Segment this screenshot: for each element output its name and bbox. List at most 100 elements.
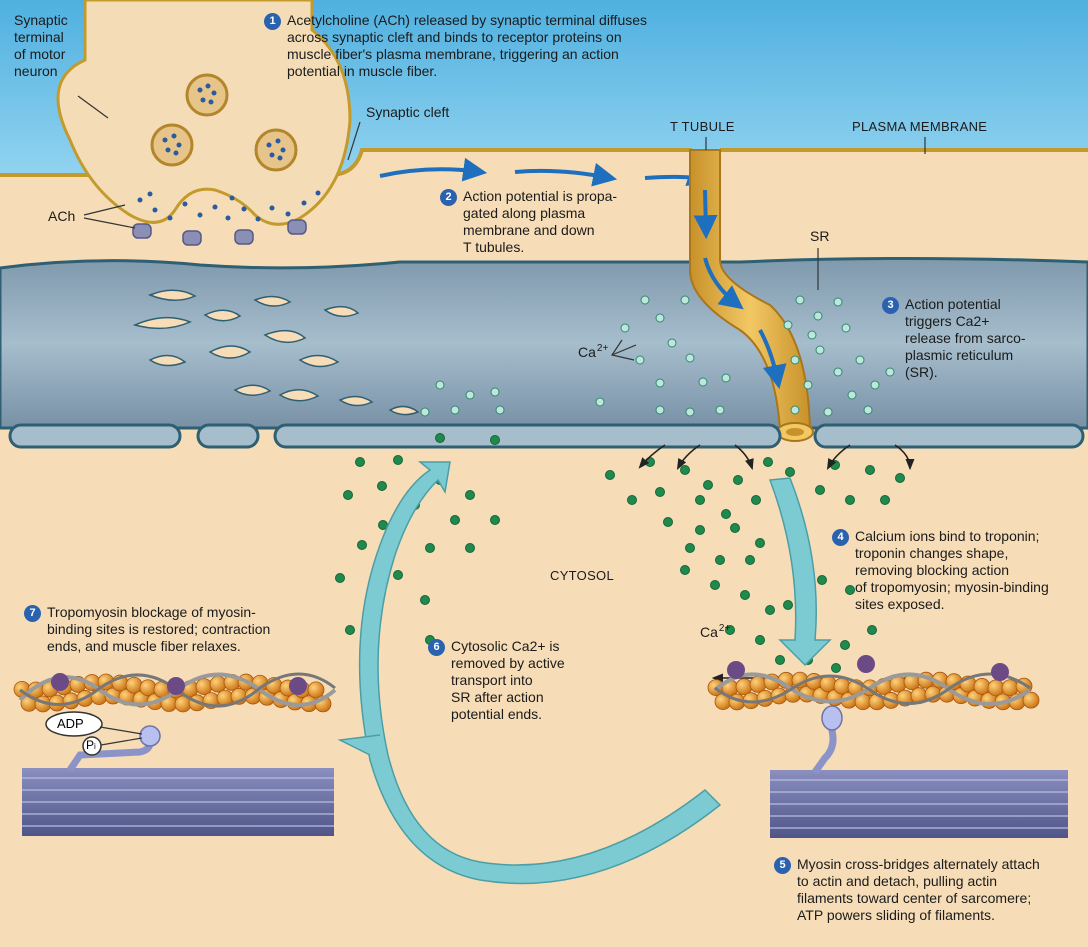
calcium-ion (699, 378, 707, 386)
calcium-ion (824, 408, 832, 416)
calcium-ion (722, 374, 730, 382)
calcium-ion (881, 496, 890, 505)
actin-subunit (974, 678, 990, 694)
calcium-ion (896, 474, 905, 483)
calcium-ion (711, 581, 720, 590)
calcium-ion (716, 406, 724, 414)
calcium-label-sr: Ca2+ (578, 340, 608, 361)
calcium-ion (786, 468, 795, 477)
step-7-text: Tropomyosin blockage of myosin- binding … (47, 604, 270, 655)
calcium-ion (818, 576, 827, 585)
calcium-ion (752, 496, 761, 505)
step-4-number: 4 (832, 529, 849, 546)
calcium-charge: 2+ (719, 623, 730, 634)
calcium-ion (808, 331, 816, 339)
calcium-ion (722, 510, 731, 519)
plasma-membrane-label: PLASMA MEMBRANE (852, 118, 987, 135)
calcium-ion (681, 296, 689, 304)
calcium-ion (656, 488, 665, 497)
synaptic-cleft-label: Synaptic cleft (366, 104, 449, 121)
step-4-text: Calcium ions bind to troponin; troponin … (855, 528, 1049, 613)
calcium-symbol: Ca (578, 344, 596, 360)
calcium-ion (842, 324, 850, 332)
phosphate-symbol: P (86, 738, 94, 752)
calcium-ion (491, 516, 500, 525)
calcium-ion (336, 574, 345, 583)
calcium-ion (686, 544, 695, 553)
calcium-ion (816, 486, 825, 495)
calcium-ion (621, 324, 629, 332)
step-5-text: Myosin cross-bridges alternately attach … (797, 856, 1040, 924)
calcium-ion (466, 391, 474, 399)
step-1-text: Acetylcholine (ACh) released by synaptic… (287, 12, 647, 80)
step-2-text: Action potential is propa- gated along p… (463, 188, 617, 256)
calcium-ion (846, 496, 855, 505)
calcium-ion (791, 406, 799, 414)
calcium-ion (636, 356, 644, 364)
actin-subunit (140, 680, 156, 696)
actin-subunit (126, 677, 142, 693)
calcium-ion (656, 314, 664, 322)
step-2-number: 2 (440, 189, 457, 206)
step-4: 4 Calcium ions bind to troponin; troponin… (832, 528, 1049, 613)
actin-subunit (750, 676, 766, 692)
calcium-ion (741, 591, 750, 600)
calcium-ion (426, 544, 435, 553)
actin-subunit (736, 679, 752, 695)
step-3-number: 3 (882, 297, 899, 314)
calcium-ion (776, 656, 785, 665)
actin-subunit (196, 679, 212, 695)
calcium-ion (834, 298, 842, 306)
step-2: 2 Action potential is propa- gated along … (440, 188, 617, 256)
sr-lower-tubes (10, 425, 1083, 447)
calcium-ion (491, 388, 499, 396)
ach-label: ACh (48, 208, 75, 225)
step-3-text: Action potential triggers Ca2+ release f… (905, 296, 1026, 381)
calcium-ion (496, 406, 504, 414)
calcium-ion (451, 406, 459, 414)
calcium-ion (756, 636, 765, 645)
calcium-ion (764, 458, 773, 467)
calcium-ion (856, 356, 864, 364)
calcium-ion (696, 526, 705, 535)
calcium-ion (358, 541, 367, 550)
calcium-charge: 2+ (597, 343, 608, 354)
step-7-number: 7 (24, 605, 41, 622)
calcium-ion (394, 571, 403, 580)
calcium-ion (766, 606, 775, 615)
calcium-ion (716, 556, 725, 565)
calcium-ion (696, 496, 705, 505)
calcium-ion (641, 296, 649, 304)
adp-label: ADP (57, 716, 84, 731)
calcium-ion (746, 556, 755, 565)
calcium-ion (356, 458, 365, 467)
calcium-ion (832, 664, 841, 673)
calcium-ion (344, 491, 353, 500)
calcium-ion (686, 354, 694, 362)
calcium-ion (681, 566, 690, 575)
calcium-ion (656, 379, 664, 387)
phosphate-label: Pi (86, 738, 96, 752)
actin-subunit (988, 680, 1004, 696)
actin-subunit (210, 676, 226, 692)
actin-subunit (1002, 680, 1018, 696)
calcium-ion (834, 368, 842, 376)
synaptic-terminal-label: Synaptic terminal of motor neuron (14, 12, 68, 80)
calcium-ion (681, 466, 690, 475)
step-5: 5 Myosin cross-bridges alternately attach… (774, 856, 1040, 924)
step-1: 1Acetylcholine (ACh) released by synapti… (264, 12, 647, 80)
phosphate-subscript: i (94, 742, 96, 751)
calcium-ion (421, 408, 429, 416)
calcium-ion (346, 626, 355, 635)
calcium-ion (606, 471, 615, 480)
calcium-ion (656, 406, 664, 414)
calcium-label-cytosol: Ca2+ (700, 620, 730, 641)
step-5-number: 5 (774, 857, 791, 874)
calcium-ion (394, 456, 403, 465)
calcium-ion (466, 491, 475, 500)
calcium-ion (451, 516, 460, 525)
calcium-ion (814, 312, 822, 320)
t-tubule-label: T TUBULE (670, 118, 735, 135)
